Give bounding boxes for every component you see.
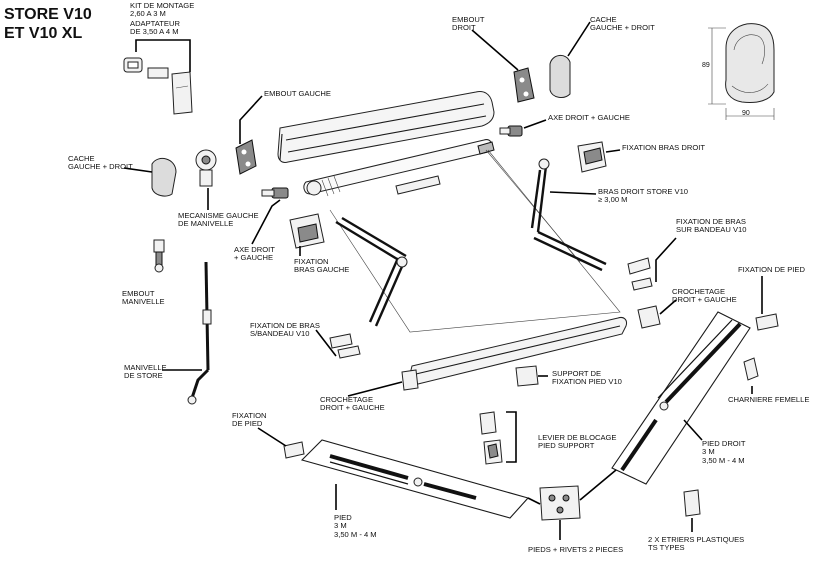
axe-top-part [499, 125, 523, 137]
embout-manivelle-part [153, 239, 165, 273]
levier-blocage-bracket [506, 411, 517, 463]
etriers-part [683, 489, 701, 517]
axe-left-leader [251, 199, 281, 245]
label-embout-gauche: EMBOUT GAUCHE [264, 89, 331, 98]
fixation-bandeau-right-part [627, 257, 653, 291]
fixation-bandeau-left-part [329, 333, 361, 359]
label-fixation-pied-right: FIXATION DE PIED [738, 265, 805, 274]
support-fixation-pied-part [515, 365, 539, 387]
center-bar [395, 175, 441, 195]
label-bras-droit: BRAS DROIT STORE V10≥ 3,00 M [598, 187, 689, 205]
levier-blocage-part [479, 411, 503, 465]
cache-left-leader [123, 167, 153, 173]
fixation-bras-droit-leader [605, 149, 621, 153]
manivelle-part [187, 261, 212, 405]
axe-top-leader [523, 119, 547, 129]
crochetage-right-part [637, 305, 661, 329]
axe-left-part [261, 187, 289, 199]
mecanisme-part [195, 149, 217, 187]
right-arm [530, 158, 607, 272]
top-housing [277, 91, 495, 163]
cross-section-inset [708, 23, 775, 120]
fixation-pied-left-part [283, 441, 305, 459]
fixation-bras-droit-part [577, 141, 607, 173]
title-line-2: ET V10 XL [4, 25, 83, 42]
label-fixation-bras-droit: FIXATION BRAS DROIT [622, 143, 705, 152]
fixation-bras-gauche-part [289, 213, 325, 249]
embout-gauche-part [235, 139, 257, 175]
dimension-height: 89 [702, 62, 710, 69]
pied-box [300, 439, 530, 519]
charniere-part [743, 357, 759, 381]
label-charniere: CHARNIERE FEMELLE [728, 395, 810, 404]
label-axe-top: AXE DROIT + GAUCHE [548, 113, 630, 122]
label-axe-left: AXE DROIT+ GAUCHE [234, 245, 275, 263]
embout-droit-part [513, 67, 535, 103]
roller-tube [303, 139, 495, 197]
fixation-pied-right-part [755, 313, 779, 331]
pieds-rivets-part [539, 485, 581, 521]
pied-droit-box [611, 311, 751, 485]
dimension-width: 90 [742, 110, 750, 117]
cache-top-leader [567, 21, 591, 57]
cache-top-part [549, 55, 571, 98]
embout-gauche-leader [239, 95, 263, 144]
left-arm [335, 216, 408, 327]
fixation-pied-left-leader [257, 427, 287, 447]
cache-left-part [151, 157, 177, 197]
embout-droit-leader [471, 29, 519, 71]
pied-droit-leader [683, 419, 703, 441]
title-line-1: STORE V10 [4, 6, 92, 23]
fixation-bandeau-left-leader [315, 329, 337, 357]
label-pieds-rivets: PIEDS + RIVETS 2 PIECES [528, 545, 624, 554]
crochetage-left-part [401, 369, 419, 391]
kit-montage-leader [135, 39, 191, 72]
bras-droit-leader [549, 191, 597, 195]
kit-montage-parts [123, 57, 193, 115]
fixation-bandeau-right-leader [655, 237, 677, 282]
crochetage-right-leader [659, 299, 677, 315]
crochetage-left-leader [347, 381, 403, 397]
